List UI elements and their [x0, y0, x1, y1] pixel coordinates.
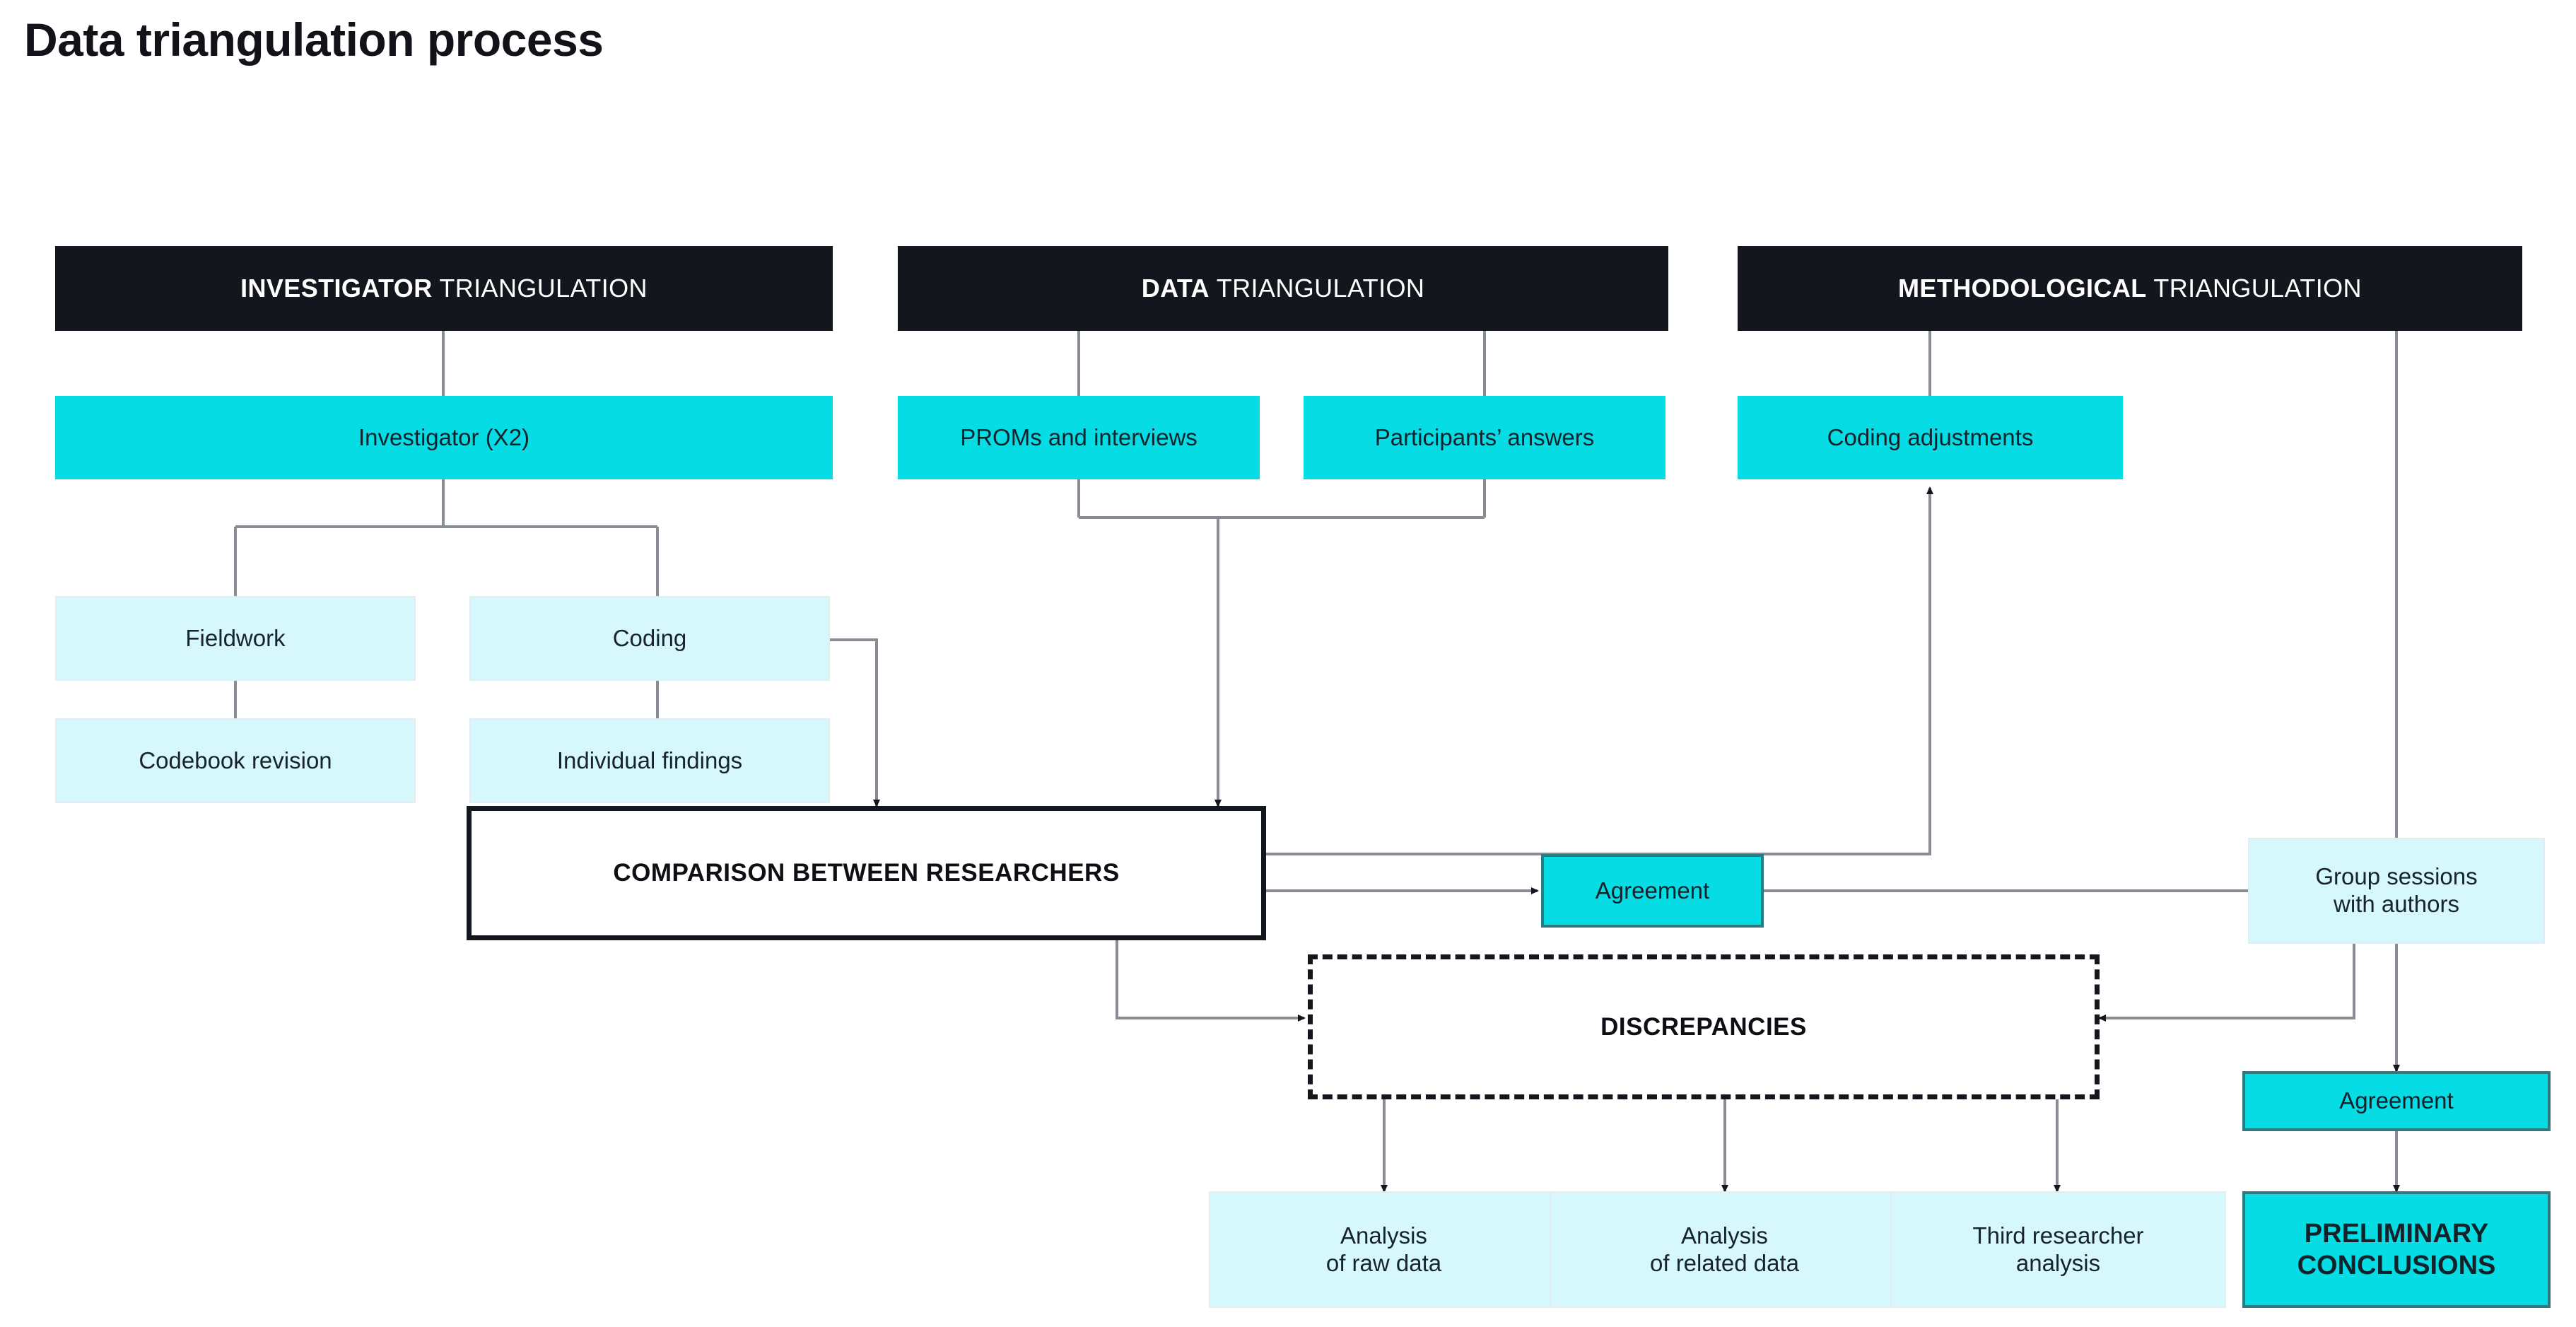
node-investigator-x2[interactable]: Investigator (X2): [55, 396, 833, 479]
node-coding-adjustments[interactable]: Coding adjustments: [1738, 396, 2123, 479]
node-investigator-x2-label: Investigator (X2): [358, 423, 530, 450]
node-fieldwork-label: Fieldwork: [185, 624, 286, 651]
page-title: Data triangulation process: [24, 13, 604, 66]
header-methodological-triangulation: METHODOLOGICAL TRIANGULATION: [1738, 246, 2522, 331]
node-group-sessions-line2: with authors: [2334, 891, 2459, 917]
node-comparison-between-researchers[interactable]: COMPARISON BETWEEN RESEARCHERS: [467, 806, 1266, 940]
header-investigator-rest: TRIANGULATION: [432, 273, 648, 303]
node-coding-adjustments-label: Coding adjustments: [1827, 423, 2034, 450]
header-methodological-emphasis: METHODOLOGICAL: [1898, 273, 2147, 303]
node-analysis-of-raw-data[interactable]: Analysis of raw data: [1209, 1191, 1559, 1308]
header-investigator-emphasis: INVESTIGATOR: [240, 273, 433, 303]
node-third-researcher-analysis[interactable]: Third researcher analysis: [1890, 1191, 2226, 1308]
header-data-triangulation: DATA TRIANGULATION: [898, 246, 1668, 331]
header-investigator-triangulation: INVESTIGATOR TRIANGULATION: [55, 246, 833, 331]
node-proms-and-interviews-label: PROMs and interviews: [960, 423, 1198, 450]
node-codebook-revision[interactable]: Codebook revision: [55, 718, 416, 803]
node-group-sessions-line1: Group sessions: [2315, 863, 2478, 890]
node-individual-findings-label: Individual findings: [556, 747, 743, 773]
wire-comparison-to-discrepancies: [1116, 940, 1306, 1022]
node-analysis-of-related-data[interactable]: Analysis of related data: [1550, 1191, 1899, 1308]
header-data-rest: TRIANGULATION: [1209, 273, 1425, 303]
node-analysis-related-line2: of related data: [1650, 1249, 1799, 1276]
node-agreement-middle[interactable]: Agreement: [1541, 854, 1764, 928]
node-agreement-lower-label: Agreement: [2339, 1087, 2454, 1114]
wire-coding-to-comparison: [830, 638, 880, 807]
node-discrepancies[interactable]: DISCREPANCIES: [1308, 954, 2100, 1099]
node-comparison-label: COMPARISON BETWEEN RESEARCHERS: [613, 859, 1120, 887]
node-coding-label: Coding: [612, 624, 687, 651]
wire-comparison-to-coding-adjustments: [1266, 486, 1933, 855]
node-third-researcher-line2: analysis: [2015, 1249, 2101, 1276]
wire-data-children-join: [1077, 479, 1486, 519]
node-proms-and-interviews[interactable]: PROMs and interviews: [898, 396, 1260, 479]
node-analysis-related-line1: Analysis: [1681, 1222, 1768, 1249]
node-participants-answers-label: Participants’ answers: [1374, 423, 1595, 450]
header-methodological-rest: TRIANGULATION: [2146, 273, 2362, 303]
node-agreement-lower[interactable]: Agreement: [2242, 1071, 2551, 1131]
node-fieldwork[interactable]: Fieldwork: [55, 596, 416, 681]
node-preliminary-conclusions[interactable]: PRELIMINARY CONCLUSIONS: [2242, 1191, 2551, 1308]
node-preliminary-line2: CONCLUSIONS: [2297, 1250, 2496, 1280]
node-discrepancies-label: DISCREPANCIES: [1600, 1012, 1807, 1041]
node-codebook-revision-label: Codebook revision: [139, 747, 332, 773]
node-group-sessions-with-authors[interactable]: Group sessions with authors: [2248, 838, 2545, 944]
node-participants-answers[interactable]: Participants’ answers: [1304, 396, 1665, 479]
node-analysis-raw-line2: of raw data: [1325, 1249, 1442, 1276]
node-coding[interactable]: Coding: [469, 596, 830, 681]
wire-group-sessions-to-discrepancies: [2098, 944, 2355, 1022]
node-agreement-middle-label: Agreement: [1595, 877, 1710, 904]
node-individual-findings[interactable]: Individual findings: [469, 718, 830, 803]
header-data-emphasis: DATA: [1141, 273, 1210, 303]
node-analysis-raw-line1: Analysis: [1340, 1222, 1427, 1249]
node-third-researcher-line1: Third researcher: [1972, 1222, 2144, 1249]
wire-investigator-branch: [234, 479, 659, 596]
node-preliminary-line1: PRELIMINARY: [2304, 1218, 2489, 1249]
